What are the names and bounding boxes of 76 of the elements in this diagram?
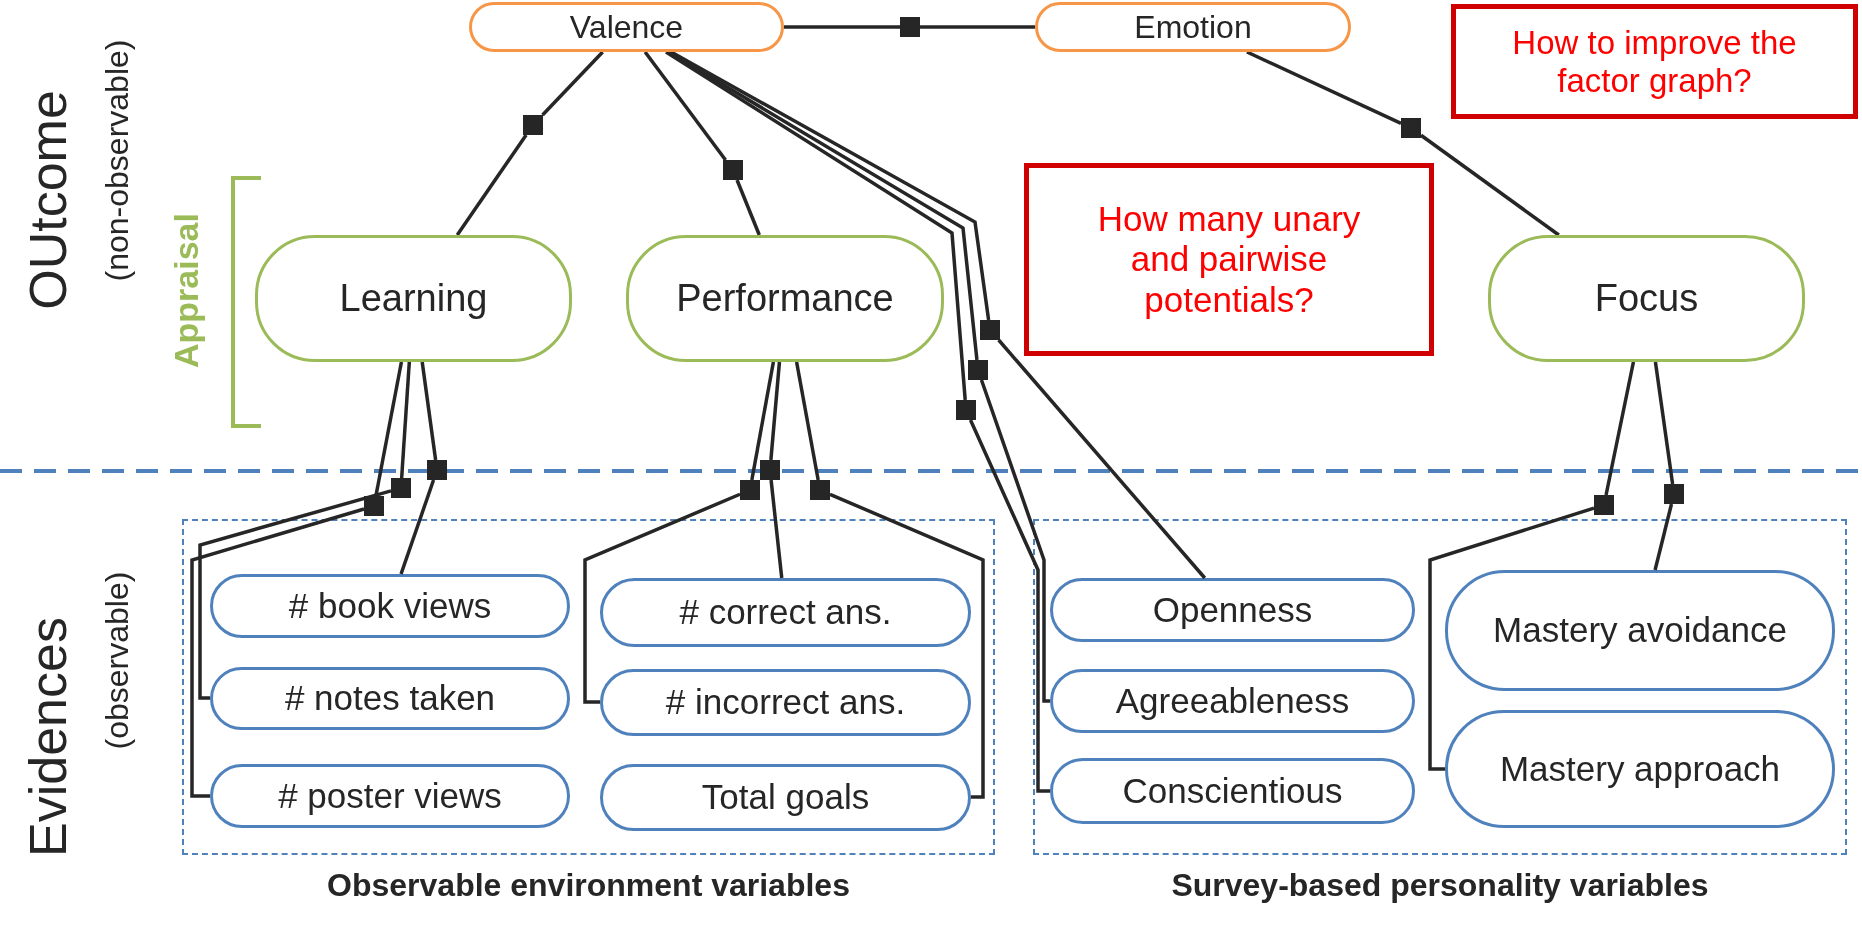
node-label: Openness: [1152, 589, 1313, 631]
factor-square: [364, 496, 384, 516]
connector-line: [1653, 361, 1675, 485]
node-label: # incorrect ans.: [665, 682, 906, 723]
connector-line: [1653, 503, 1674, 571]
connector-line: [643, 50, 727, 162]
node-label: Learning: [339, 276, 488, 321]
group-caption: Survey-based personality variables: [1170, 867, 1710, 904]
connector-line: [829, 492, 985, 799]
node-label: Mastery approach: [1499, 748, 1781, 790]
rounded-node: [1050, 669, 1415, 733]
bracket-label: Appraisal: [166, 212, 206, 368]
node-label: # poster views: [278, 775, 502, 817]
factor-square: [723, 160, 743, 180]
node-label: # correct ans.: [679, 592, 892, 633]
node-label: Focus: [1594, 276, 1699, 321]
factor-square: [523, 115, 543, 135]
connector-line: [769, 479, 784, 579]
node-label: Emotion: [1134, 8, 1252, 46]
connector-line: [920, 25, 1035, 29]
factor-square: [1401, 118, 1421, 138]
connector-line: [750, 361, 776, 481]
connector-line: [1428, 506, 1595, 771]
node-label: Performance: [676, 276, 894, 321]
connector-line: [374, 361, 404, 497]
rounded-node: [1050, 578, 1415, 642]
node-label: # book views: [288, 585, 492, 627]
factor-square: [810, 480, 830, 500]
connector-line: [541, 50, 604, 117]
factor-square: [980, 320, 1000, 340]
node-label: # notes taken: [284, 678, 496, 719]
connector-line: [769, 361, 782, 461]
connector-line: [455, 134, 528, 236]
factor-square: [1664, 484, 1684, 504]
connector-line: [1246, 50, 1402, 125]
question-text: How to improve the factor graph?: [1511, 23, 1798, 100]
connector-line: [190, 507, 365, 798]
node-label: Mastery avoidance: [1493, 610, 1787, 651]
rounded-node: [210, 764, 570, 828]
node-label: Agreeableness: [1115, 680, 1350, 722]
connector-line: [784, 25, 900, 29]
connector-line: [794, 361, 820, 481]
factor-square: [391, 478, 411, 498]
connector-line: [420, 361, 438, 461]
question-box: [1024, 163, 1434, 356]
axis-title: Evidences: [17, 617, 78, 857]
connector-line: [968, 419, 1050, 793]
factor-square: [740, 480, 760, 500]
connector-line: [399, 479, 436, 575]
node-label: Valence: [569, 8, 684, 46]
connector-line: [979, 379, 1050, 703]
node-label: Conscientious: [1122, 770, 1343, 812]
factor-square: [1594, 495, 1614, 515]
connector-line: [583, 492, 741, 704]
rounded-node: [469, 2, 784, 52]
factor-square: [968, 360, 988, 380]
connector-line: [399, 361, 412, 479]
node-label: Total goals: [701, 777, 870, 818]
connector-line: [1604, 361, 1636, 496]
connector-line: [735, 179, 761, 236]
question-text: How many unary and pairwise potentials?: [1096, 199, 1362, 320]
axis-subtitle: (non-observable): [99, 39, 137, 281]
question-box: [1451, 4, 1858, 119]
factor-square: [760, 460, 780, 480]
rounded-node: [1035, 2, 1351, 52]
connector-line: [198, 489, 392, 700]
factor-square: [427, 460, 447, 480]
connector-line: [670, 50, 991, 321]
connector-line: [1419, 133, 1560, 237]
axis-subtitle: (observable): [99, 571, 137, 749]
axis-title: OUtcome: [17, 90, 78, 310]
factor-square: [900, 17, 920, 37]
factor-square: [956, 400, 976, 420]
group-caption: Observable environment variables: [326, 867, 851, 904]
connector-line: [997, 338, 1207, 580]
rounded-node: [210, 574, 570, 638]
